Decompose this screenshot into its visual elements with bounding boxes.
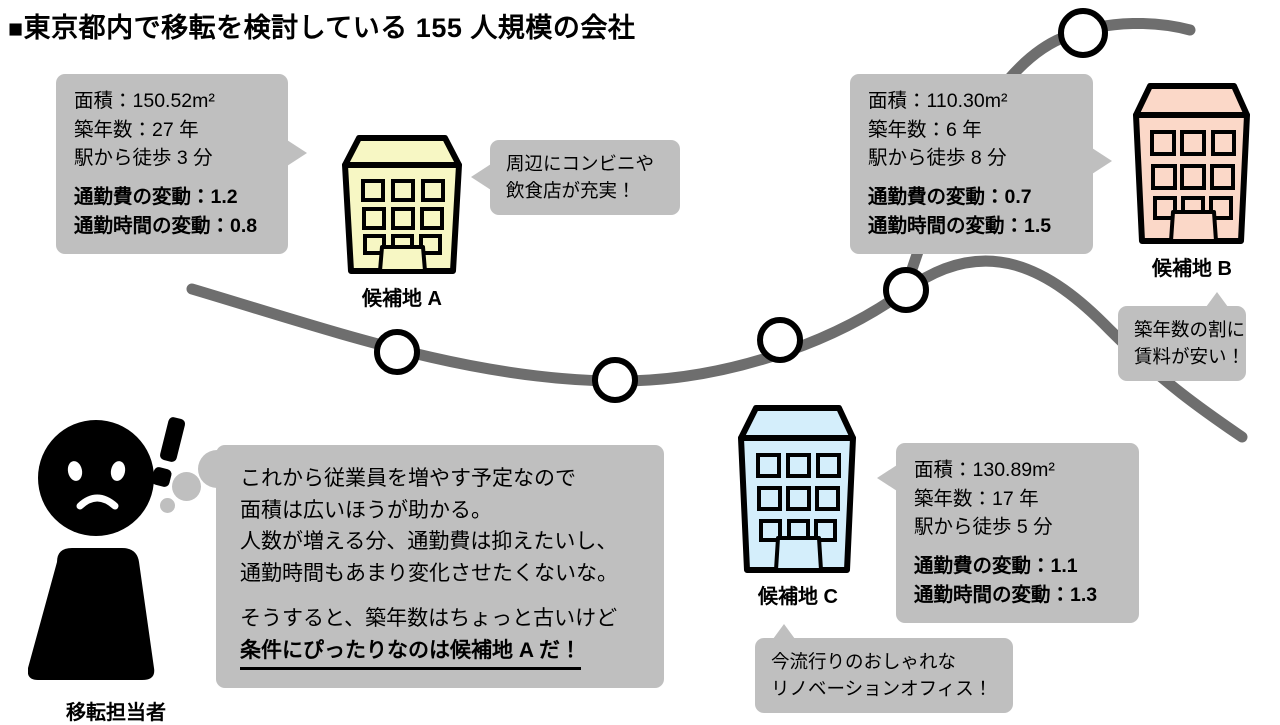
thought-bubble: これから従業員を増やす予定なので 面積は広いほうが助かる。 人数が増える分、通勤…	[201, 445, 664, 688]
building-a-caption: 候補地 A	[362, 288, 442, 310]
note-line: リノベーションオフィス！	[771, 678, 993, 699]
info-time-change: 通勤時間の変動：0.8	[74, 214, 258, 237]
building-c-icon	[738, 405, 856, 573]
note-candidate-c: 今流行りのおしゃれな リノベーションオフィス！	[755, 624, 1013, 713]
thought-line: 面積は広いほうが助かる。	[240, 498, 492, 522]
thought-conclusion-strong: 条件にぴったりなのは候補地 A だ！	[240, 635, 582, 670]
note-line: 飲食店が充実！	[506, 180, 636, 201]
info-time-change: 通勤時間の変動：1.3	[914, 583, 1098, 606]
info-fare-change: 通勤費の変動：0.7	[868, 185, 1032, 208]
thought-line: 通勤時間もあまり変化させたくないな。	[240, 561, 618, 585]
building-c-caption: 候補地 C	[758, 586, 838, 608]
info-walk: 駅から徒歩 5 分	[914, 516, 1053, 539]
building-a-icon	[342, 135, 462, 274]
callout-tail-icon	[201, 463, 217, 485]
building-candidate-b[interactable]: 候補地 B	[1130, 78, 1254, 281]
title-bullet-icon: ■	[8, 15, 24, 43]
note-candidate-a: 周辺にコンビニや 飲食店が充実！	[471, 140, 680, 215]
callout-tail-icon	[1206, 292, 1228, 307]
info-area: 面積：150.52m²	[74, 90, 215, 112]
note-line: 今流行りのおしゃれな	[771, 651, 957, 672]
info-age: 築年数：6 年	[868, 118, 982, 141]
title-text: 東京都内で移転を検討している 155 人規模の会社	[23, 13, 636, 43]
info-age: 築年数：17 年	[914, 487, 1039, 510]
info-area: 面積：110.30m²	[868, 90, 1008, 112]
info-fare-change: 通勤費の変動：1.2	[74, 185, 238, 208]
person-caption: 移転担当者	[66, 702, 166, 724]
thought-line: 人数が増える分、通勤費は抑えたいし、	[240, 530, 618, 553]
info-box-candidate-b: 面積：110.30m² 築年数：6 年 駅から徒歩 8 分 通勤費の変動：0.7…	[850, 74, 1112, 255]
info-walk: 駅から徒歩 3 分	[74, 147, 213, 170]
thought-dot-medium-icon	[172, 472, 201, 501]
callout-tail-icon	[773, 624, 795, 639]
callout-tail-icon	[471, 164, 491, 190]
note-line: 周辺にコンビニや	[506, 153, 655, 174]
building-b-caption: 候補地 B	[1152, 258, 1232, 280]
callout-tail-icon	[1092, 148, 1112, 174]
info-age: 築年数：27 年	[74, 118, 199, 141]
thought-conclusion-lead: そうすると、築年数はちょっと古いけど	[240, 607, 618, 630]
thought-dot-small-icon	[160, 498, 175, 513]
station-marker[interactable]	[1058, 8, 1108, 58]
person-icon	[27, 417, 186, 680]
note-candidate-b: 築年数の割に 賃料が安い！	[1118, 292, 1246, 381]
thought-line: これから従業員を増やす予定なので	[240, 467, 576, 490]
callout-tail-icon	[877, 465, 897, 491]
info-box-candidate-c: 面積：130.89m² 築年数：17 年 駅から徒歩 5 分 通勤費の変動：1.…	[877, 443, 1139, 624]
building-b-icon	[1133, 83, 1250, 244]
info-walk: 駅から徒歩 8 分	[868, 147, 1007, 170]
person-relocation-manager: 移転担当者	[27, 414, 204, 725]
building-candidate-c[interactable]: 候補地 C	[733, 400, 863, 609]
building-candidate-a[interactable]: 候補地 A	[337, 105, 467, 311]
note-line: 築年数の割に	[1134, 319, 1246, 340]
station-marker[interactable]	[757, 317, 803, 363]
callout-tail-icon	[287, 140, 307, 166]
info-box-candidate-a: 面積：150.52m² 築年数：27 年 駅から徒歩 3 分 通勤費の変動：1.…	[56, 74, 307, 255]
station-marker[interactable]	[374, 329, 420, 375]
station-marker[interactable]	[883, 267, 929, 313]
page-title: ■東京都内で移転を検討している 155 人規模の会社	[8, 6, 635, 45]
info-time-change: 通勤時間の変動：1.5	[868, 214, 1052, 237]
info-fare-change: 通勤費の変動：1.1	[914, 554, 1078, 577]
info-area: 面積：130.89m²	[914, 459, 1055, 481]
note-line: 賃料が安い！	[1134, 346, 1246, 367]
station-marker[interactable]	[592, 357, 638, 403]
